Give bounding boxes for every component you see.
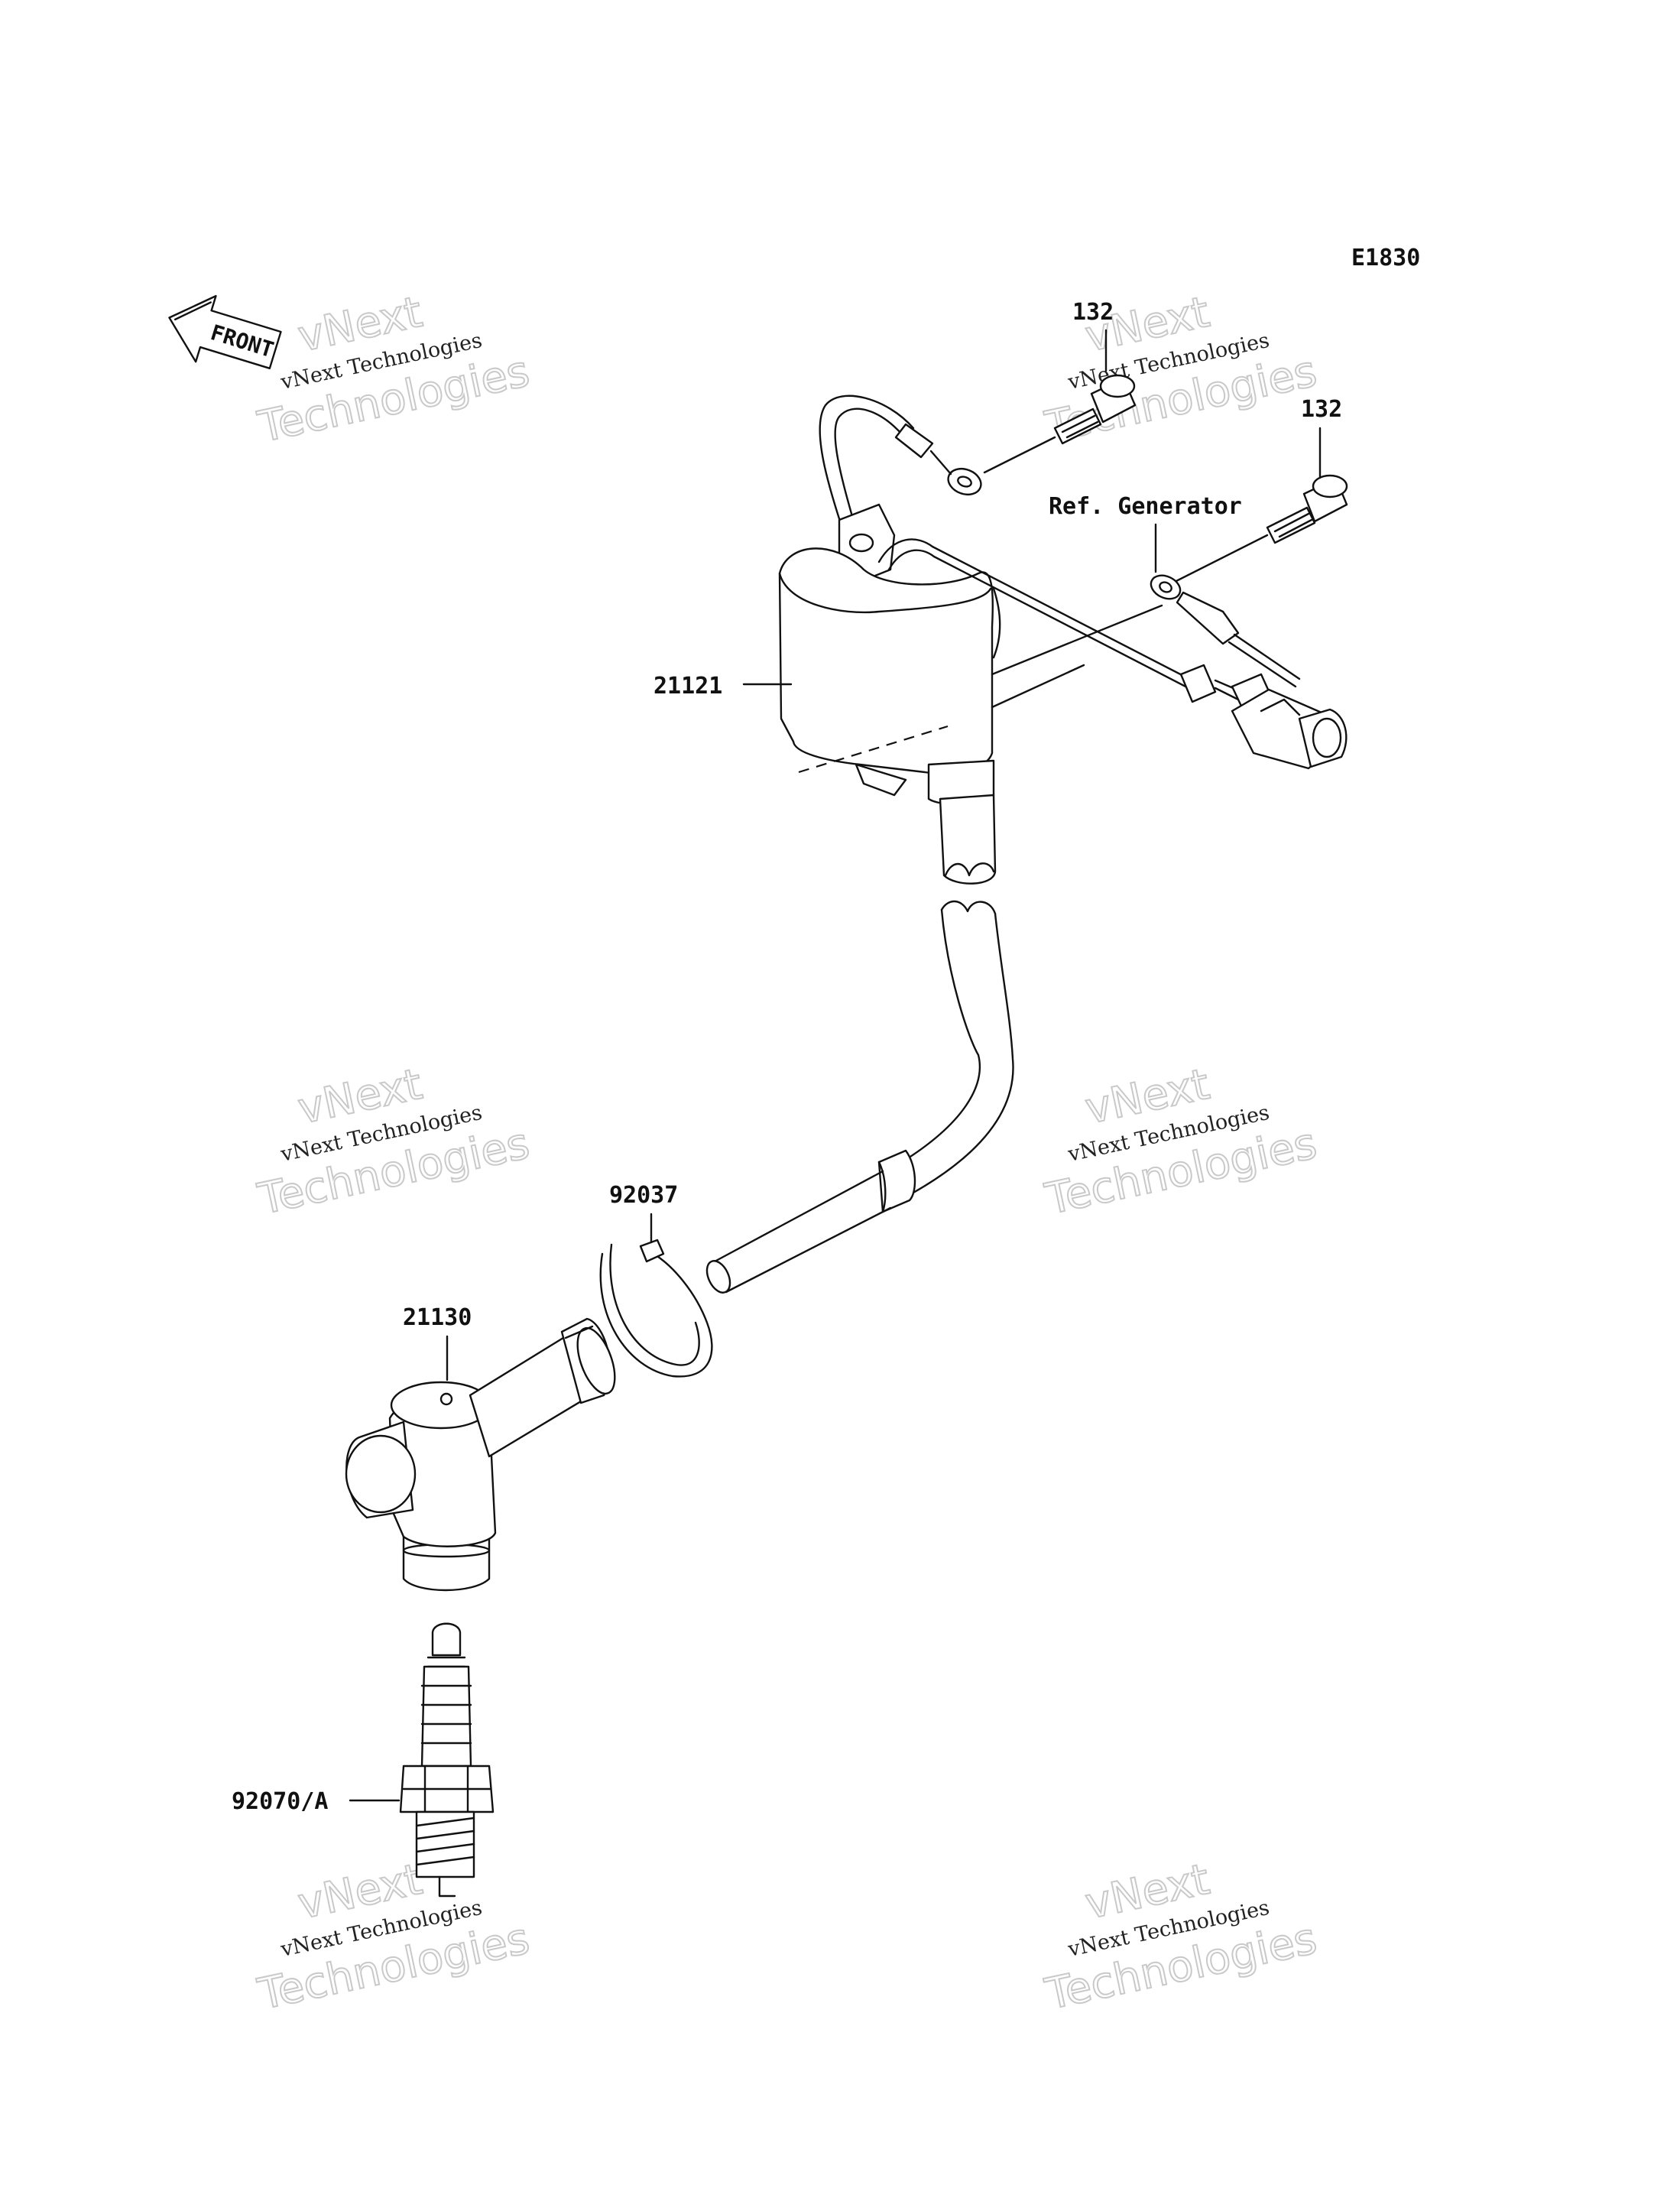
watermark-mid-right: vNext vNext Technologies Technologies bbox=[1040, 1059, 1322, 1226]
primary-connector bbox=[1179, 664, 1348, 770]
dashline-bolt-lower bbox=[1172, 534, 1269, 584]
callout-clamp: 92037 bbox=[609, 1182, 678, 1209]
watermark-bottom-right: vNext vNext Technologies Technologies bbox=[1040, 1854, 1322, 2021]
watermark-top-left: vNext vNext Technologies Technologies bbox=[253, 287, 534, 453]
ht-lead-upper bbox=[939, 794, 997, 885]
callout-spark-plug: 92070/A bbox=[232, 1788, 328, 1815]
callout-ref-generator: Ref. Generator bbox=[1049, 493, 1242, 520]
callout-plug-cap: 21130 bbox=[403, 1304, 472, 1331]
dashline-bolt-upper bbox=[983, 436, 1056, 474]
dashline-coil-body bbox=[991, 604, 1163, 676]
callout-bolt-lower: 132 bbox=[1301, 396, 1342, 423]
clamp bbox=[599, 1239, 713, 1378]
bolt-132-upper bbox=[1053, 374, 1137, 445]
plug-cap bbox=[345, 1317, 616, 1592]
diagram-code: E1830 bbox=[1351, 245, 1420, 271]
callout-bolt-upper: 132 bbox=[1072, 299, 1114, 326]
dashline-coil-lower bbox=[991, 664, 1085, 709]
callout-ignition-coil: 21121 bbox=[654, 673, 722, 700]
bolt-132-lower bbox=[1266, 474, 1348, 544]
watermark-bottom-left: vNext vNext Technologies Technologies bbox=[253, 1854, 534, 2021]
front-arrow-icon: FRONT bbox=[168, 294, 282, 370]
watermark-mid-left: vNext vNext Technologies Technologies bbox=[253, 1059, 534, 1226]
ignition-coil bbox=[778, 394, 1194, 806]
spark-plug bbox=[399, 1622, 495, 1898]
ground-wire bbox=[1150, 574, 1301, 688]
ht-lead-lower bbox=[705, 900, 1014, 1294]
